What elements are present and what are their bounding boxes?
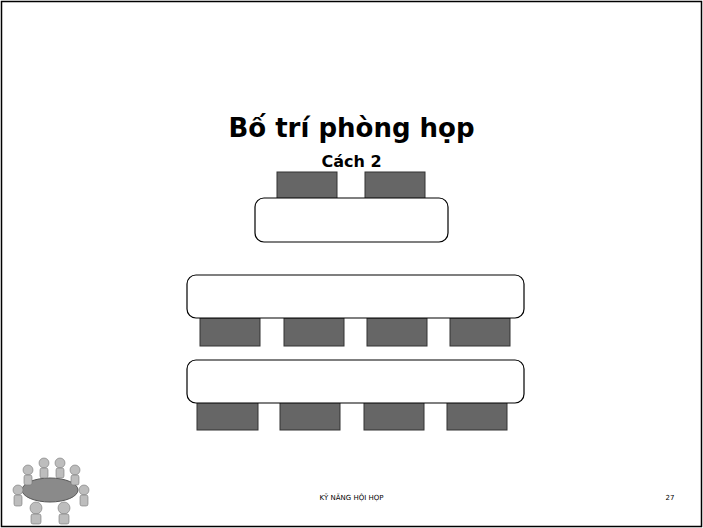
tables	[187, 198, 524, 403]
footer-text: KỸ NĂNG HỘI HỌP	[0, 494, 703, 502]
slide-subtitle: Cách 2	[0, 152, 703, 171]
page-number: 27	[655, 494, 685, 502]
meeting-clipart	[13, 458, 89, 524]
slide-title: Bố trí phòng họp	[0, 113, 703, 143]
